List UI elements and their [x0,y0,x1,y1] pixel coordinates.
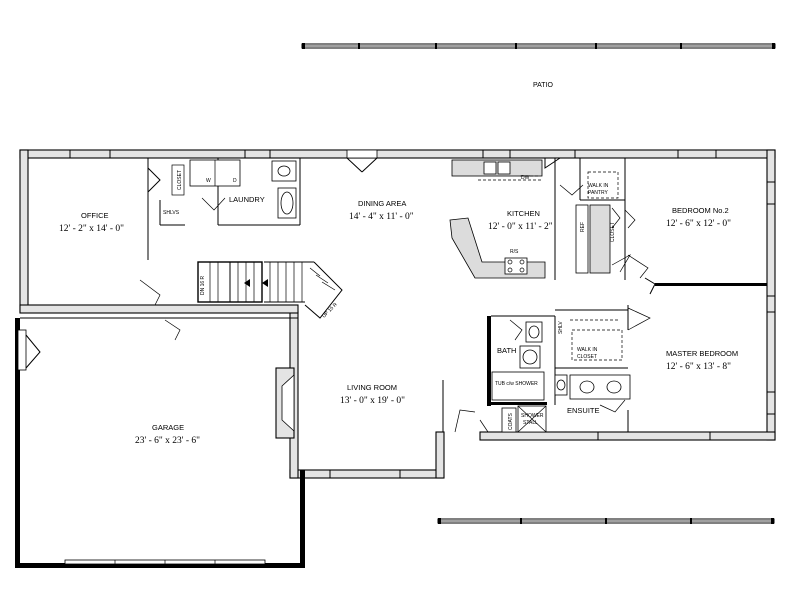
stair-up-label: UP 15 R [321,302,339,320]
pantry-area [559,158,636,280]
coats-label: COATS [508,412,514,430]
pantry-label-1: WALK IN [588,183,609,189]
patio-railing-top [301,43,776,49]
stair-down-label: DN 16 R [200,275,206,295]
walkin-closet-label-2: CLOSET [577,354,597,360]
bath-name: BATH [497,346,516,355]
ensuite-name: ENSUITE [567,406,600,415]
walkin-closet-label-1: WALK IN [577,347,598,353]
pantry-label-2: PANTRY [588,190,608,196]
master-dims: 12' - 6" x 13' - 8" [666,362,731,372]
office-name: OFFICE [81,211,109,220]
living-name: LIVING ROOM [347,383,397,392]
kitchen-area [449,158,556,280]
bedroom-partitions [627,254,767,331]
range-label: R/S [510,249,519,255]
office-dims: 12' - 2" x 14' - 0" [59,224,124,234]
master-name: MASTER BEDROOM [666,349,738,358]
office-area [139,158,185,341]
bedroom2-name: BEDROOM No.2 [672,206,729,215]
laundry-area [189,158,301,226]
shower-stall-label-2: STALL [523,420,538,426]
entry-area [442,380,547,433]
living-dims: 13' - 0" x 19' - 0" [340,396,405,406]
dryer-label: D [233,178,237,184]
dining-name: DINING AREA [358,199,406,208]
washer-label: W [206,178,211,184]
exterior-walls [19,149,776,479]
ref-label: REF [580,222,586,232]
office-closet-label: CLOSET [177,170,183,190]
laundry-name: LAUNDRY [229,195,265,204]
shelves-label: SHLVS [163,210,180,216]
kitchen-name: KITCHEN [507,209,540,218]
garage-name: GARAGE [152,423,184,432]
dishwasher-label: DW [521,175,530,181]
tub-shower-label: TUB c/w SHOWER [495,381,538,387]
bedroom2-dims: 12' - 6" x 12' - 0" [666,219,731,229]
bath-area [487,315,556,406]
railing-bottom [437,518,775,524]
patio-label: PATIO [533,82,554,89]
bedroom2-closet-label: CLOSET [610,222,616,242]
kitchen-dims: 12' - 0" x 11' - 2" [488,222,553,232]
shower-stall-label-1: SHOWER [521,413,544,419]
dining-dims: 14' - 4" x 11' - 0" [349,212,414,222]
bath-shelf-label: SHLV [558,321,564,334]
garage-dims: 23' - 6" x 23' - 6" [135,436,200,446]
windows-top [69,150,775,478]
ensuite-area [554,309,631,432]
garage-walls [15,317,305,568]
